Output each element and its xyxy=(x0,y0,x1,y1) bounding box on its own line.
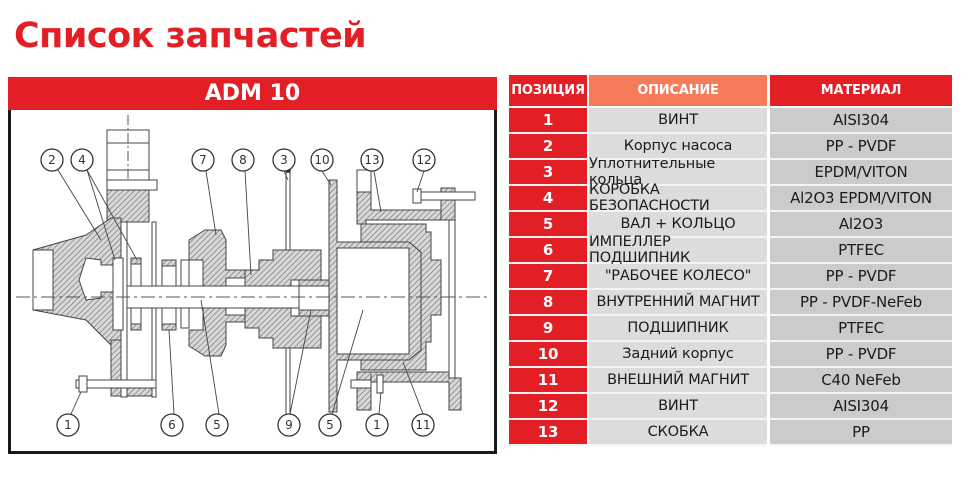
row-position: 6 xyxy=(509,238,587,264)
row-description: "РАБОЧЕЕ КОЛЕСО" xyxy=(589,264,767,290)
row-description: ВАЛ + КОЛЬЦО xyxy=(589,212,767,238)
row-material: PTFEC xyxy=(770,238,952,264)
row-description: ВИНТ xyxy=(589,108,767,134)
callout-5-right: 5 xyxy=(318,413,342,437)
callout-1-left: 1 xyxy=(56,413,80,437)
row-position: 11 xyxy=(509,368,587,394)
diagram-model-title: ADM 10 xyxy=(8,77,497,110)
callout-6: 6 xyxy=(160,413,184,437)
row-material: EPDM/VITON xyxy=(770,160,952,186)
svg-text:13: 13 xyxy=(364,153,379,167)
row-position: 5 xyxy=(509,212,587,238)
row-material: PP - PVDF xyxy=(770,264,952,290)
row-description: ИМПЕЛЛЕР ПОДШИПНИК xyxy=(589,234,767,266)
row-description: ПОДШИПНИК xyxy=(589,316,767,342)
callout-11: 11 xyxy=(411,413,435,437)
row-description: ВНЕШНИЙ МАГНИТ xyxy=(589,368,767,394)
svg-text:10: 10 xyxy=(314,153,329,167)
callout-1-right: 1 xyxy=(365,413,389,437)
callout-10: 10 xyxy=(310,148,334,172)
svg-text:5: 5 xyxy=(326,418,334,432)
callout-8: 8 xyxy=(231,148,255,172)
row-position: 3 xyxy=(509,160,587,186)
header-description: ОПИСАНИЕ xyxy=(589,75,767,106)
svg-text:4: 4 xyxy=(78,153,86,167)
row-description: Корпус насоса xyxy=(589,134,767,160)
svg-text:8: 8 xyxy=(239,153,247,167)
row-position: 9 xyxy=(509,316,587,342)
callout-5-left: 5 xyxy=(205,413,229,437)
svg-text:6: 6 xyxy=(168,418,176,432)
row-description: КОРОБКА БЕЗОПАСНОСТИ xyxy=(589,182,767,214)
row-material: PTFEC xyxy=(770,316,952,342)
row-position: 12 xyxy=(509,394,587,420)
row-material: PP - PVDF xyxy=(770,134,952,160)
row-description: Уплотнительные кольца xyxy=(589,156,767,188)
row-material: Al2O3 EPDM/VITON xyxy=(770,186,952,212)
callout-9: 9 xyxy=(277,413,301,437)
row-material: AISI304 xyxy=(770,394,952,420)
row-position: 7 xyxy=(509,264,587,290)
row-description: ВНУТРЕННИЙ МАГНИТ xyxy=(589,290,767,316)
row-material: PP - PVDF-NeFeb xyxy=(770,290,952,316)
row-position: 2 xyxy=(509,134,587,160)
callout-12: 12 xyxy=(412,148,436,172)
svg-text:9: 9 xyxy=(285,418,293,432)
row-material: Al2O3 xyxy=(770,212,952,238)
callout-2: 2 xyxy=(40,148,64,172)
svg-text:1: 1 xyxy=(373,418,381,432)
row-material: PP xyxy=(770,420,952,446)
svg-text:12: 12 xyxy=(416,153,431,167)
svg-text:5: 5 xyxy=(213,418,221,432)
callout-7: 7 xyxy=(191,148,215,172)
row-material: PP - PVDF xyxy=(770,342,952,368)
callout-3: 3 xyxy=(272,148,296,172)
svg-text:2: 2 xyxy=(48,153,56,167)
row-position: 8 xyxy=(509,290,587,316)
row-material: AISI304 xyxy=(770,108,952,134)
svg-text:7: 7 xyxy=(199,153,207,167)
row-material: C40 NeFeb xyxy=(770,368,952,394)
row-description: ВИНТ xyxy=(589,394,767,420)
row-description: СКОБКА xyxy=(589,420,767,446)
callout-4: 4 xyxy=(70,148,94,172)
page-title: Список запчастей xyxy=(14,16,367,56)
header-position: ПОЗИЦИЯ xyxy=(509,75,587,106)
svg-text:1: 1 xyxy=(64,418,72,432)
row-position: 10 xyxy=(509,342,587,368)
table-header-row: ПОЗИЦИЯ ОПИСАНИЕ МАТЕРИАЛ xyxy=(509,75,952,106)
pump-cross-section-drawing: 2 4 7 8 3 10 13 12 1 6 5 9 5 1 11 xyxy=(16,115,489,437)
callout-13: 13 xyxy=(360,148,384,172)
row-position: 4 xyxy=(509,186,587,212)
table-row: 7"РАБОЧЕЕ КОЛЕСО"PP - PVDF xyxy=(509,264,952,290)
svg-text:3: 3 xyxy=(280,153,288,167)
row-position: 13 xyxy=(509,420,587,446)
header-material: МАТЕРИАЛ xyxy=(770,75,952,106)
row-position: 1 xyxy=(509,108,587,134)
row-description: Задний корпус xyxy=(589,342,767,368)
svg-text:11: 11 xyxy=(415,418,430,432)
